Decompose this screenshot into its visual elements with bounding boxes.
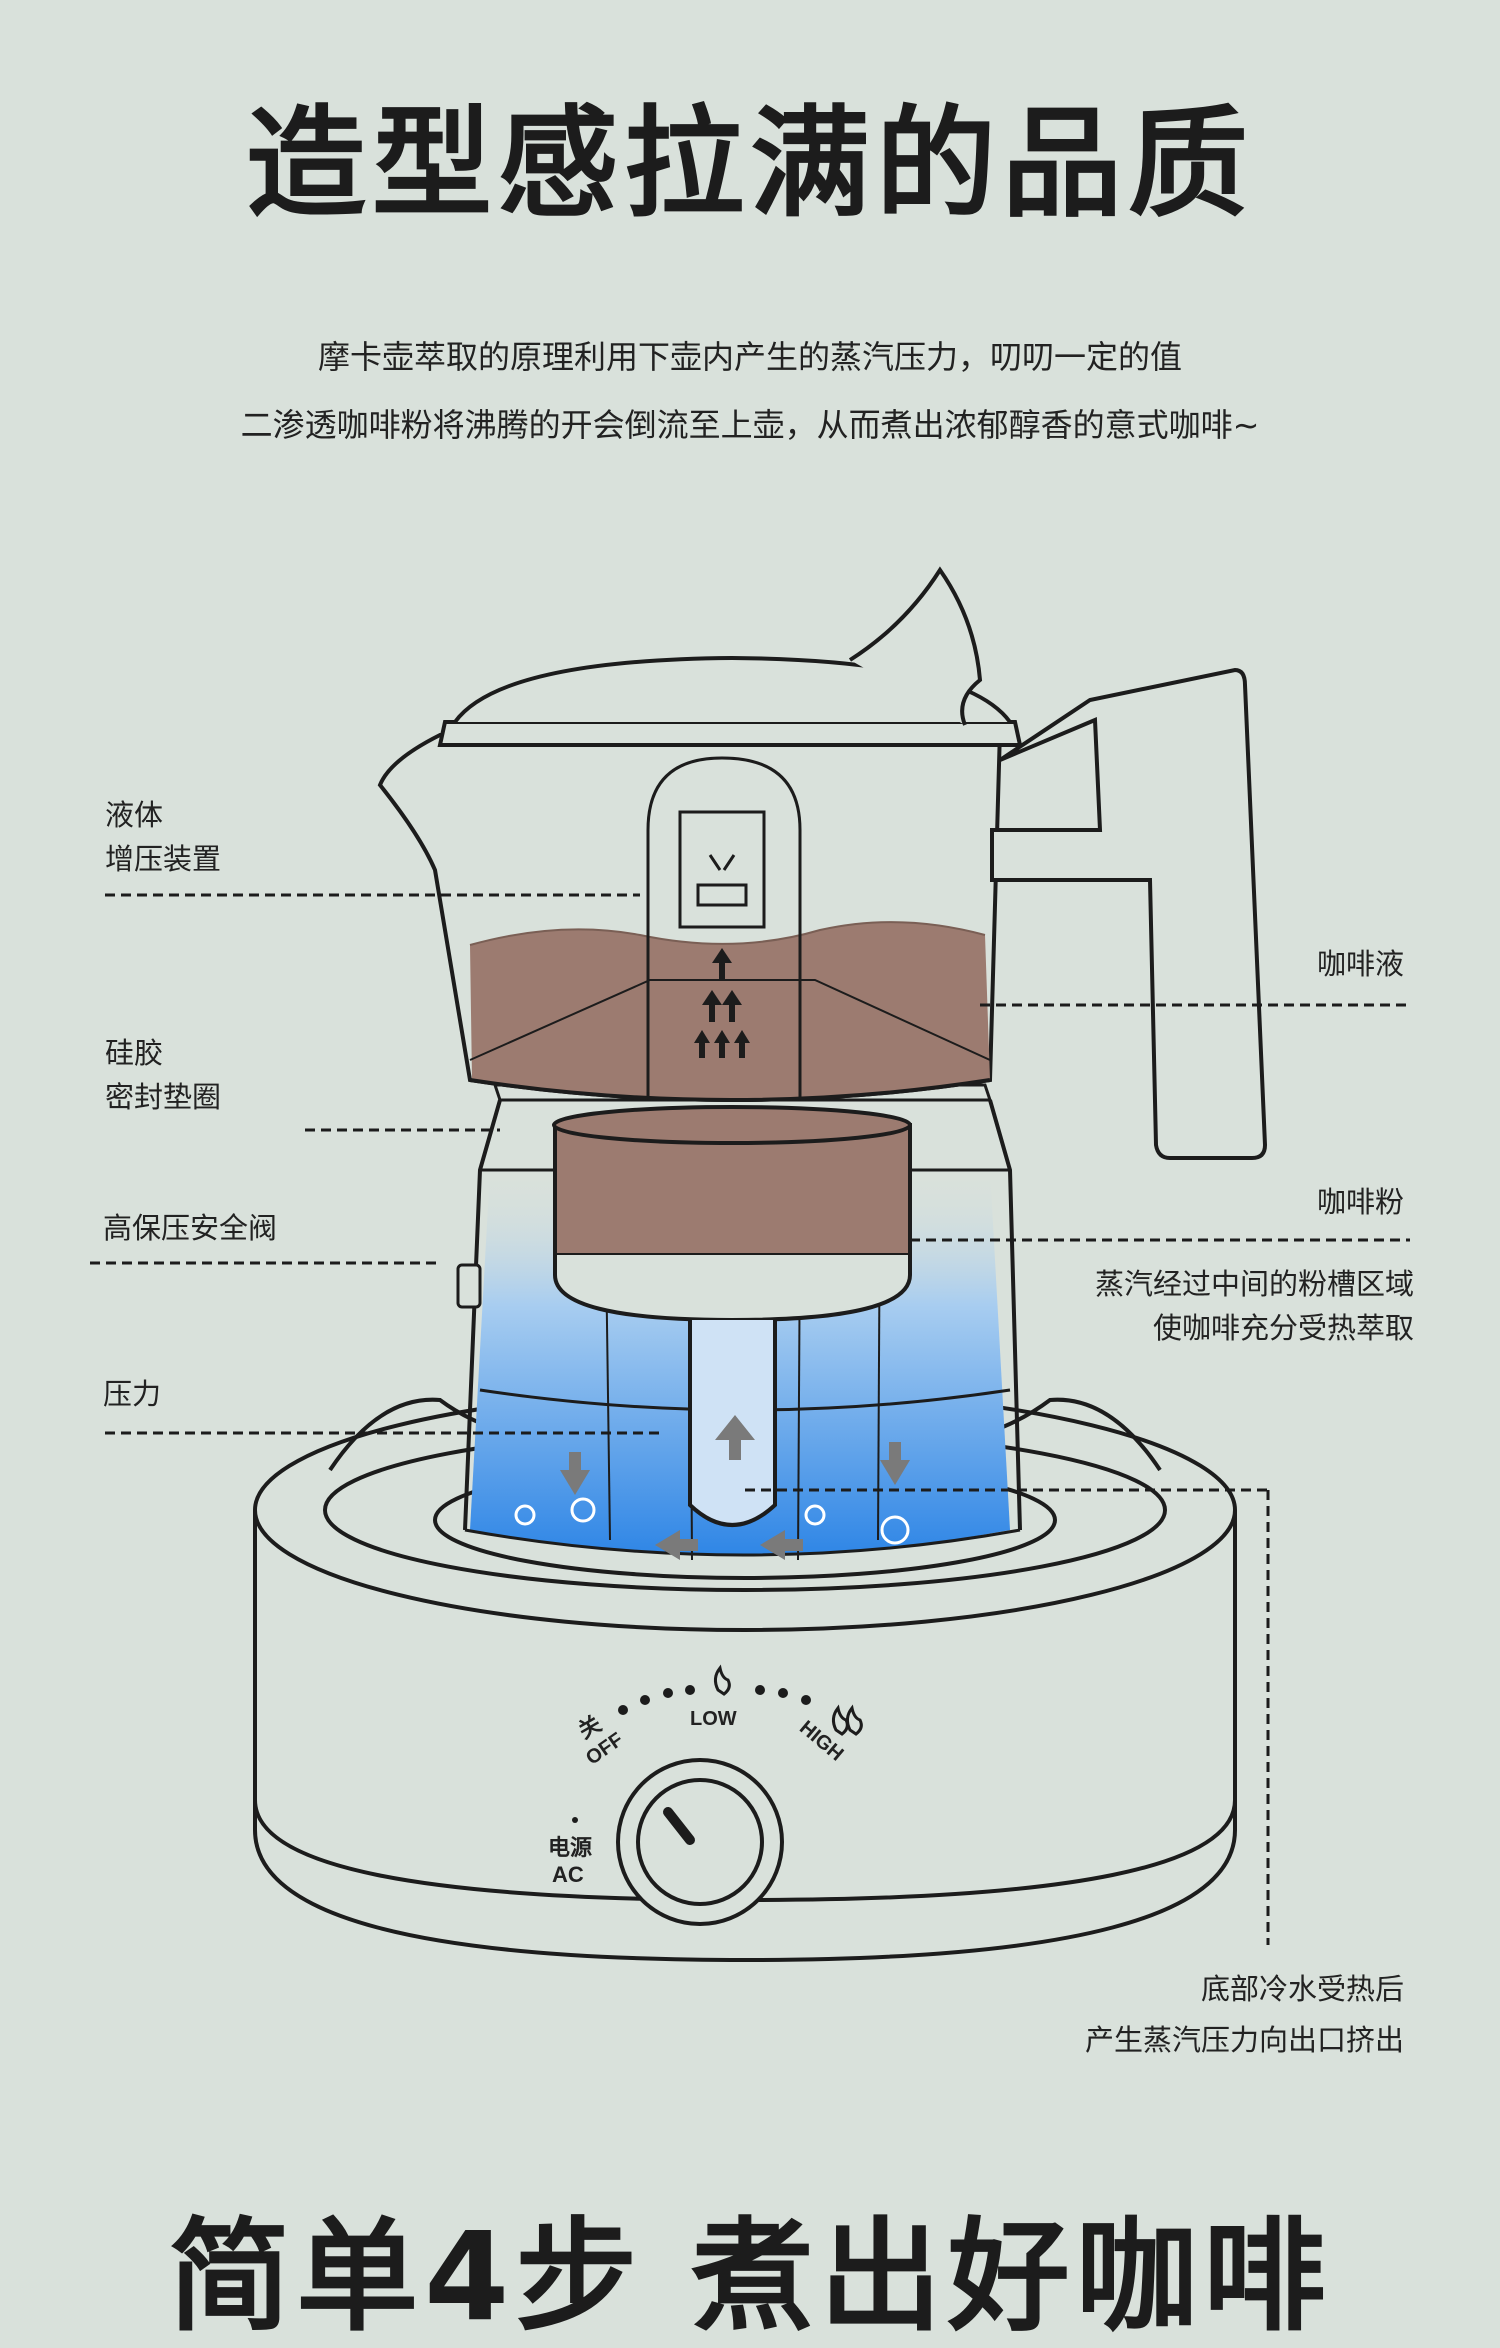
label-safety-valve: 高保压安全阀 [103,1211,278,1245]
label-coffee-powder: 咖啡粉 [1316,1185,1404,1219]
label-bottom-1: 底部冷水受热后 [1200,1972,1404,2006]
lid [437,566,1023,747]
label-liquid-pressure-2: 增压装置 [105,842,222,876]
intro-line-2: 二渗透咖啡粉将沸腾的开会倒流至上壶，从而煮出浓郁醇香的意式咖啡~ [240,406,1260,444]
filter-basket [552,1105,912,1527]
intro-line-1: 摩卡壶萃取的原理利用下壶内产生的蒸汽压力，叨叨一定的值 [317,338,1182,376]
flame-icons [713,1664,863,1736]
handle [990,667,1268,1160]
dial-low: LOW [690,1708,737,1730]
label-coffee-liquid: 咖啡液 [1316,947,1404,981]
page-title: 造型感拉满的品质 [246,95,1254,234]
heat-dots [572,1685,811,1823]
leader-lines [90,893,1410,1945]
power-label-en: AC [552,1862,584,1887]
label-steam-2: 使咖啡充分受热萃取 [1152,1311,1414,1345]
upper-chamber [377,727,1003,1102]
label-silicone-2: 密封垫圈 [105,1080,222,1114]
label-bottom-2: 产生蒸汽压力向出口挤出 [1084,2023,1404,2057]
power-label-cn: 电源 [548,1835,593,1860]
safety-valve [456,1263,482,1309]
label-pressure: 压力 [103,1377,162,1411]
stove-knob[interactable] [616,1758,784,1926]
label-silicone-1: 硅胶 [105,1036,164,1070]
pressure-arrows [560,1415,910,1560]
label-liquid-pressure-1: 液体 [105,798,164,832]
water-bubbles [514,1497,910,1545]
section-title-4-steps: 简单4步 煮出好咖啡 [168,2206,1332,2348]
label-steam-1: 蒸汽经过中间的粉槽区域 [1094,1267,1414,1301]
